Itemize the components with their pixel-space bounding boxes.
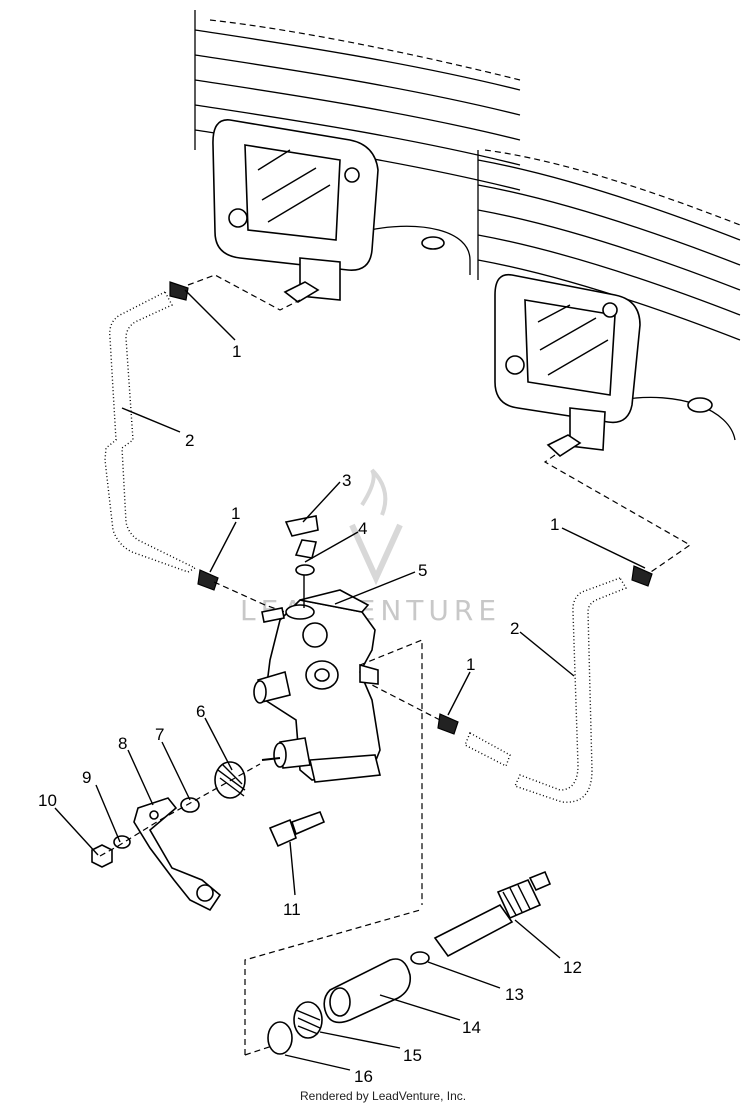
right-oil-hose	[371, 454, 692, 803]
leader-lines	[54, 289, 646, 1071]
callout-10: 10	[38, 791, 57, 810]
callout-3: 3	[342, 471, 351, 490]
callout-16: 16	[354, 1067, 373, 1086]
callout-13: 13	[505, 985, 524, 1004]
left-oil-hose	[104, 274, 301, 613]
callout-1: 1	[231, 504, 240, 523]
callout-6: 6	[196, 702, 205, 721]
callout-2: 2	[185, 431, 194, 450]
callout-2: 2	[510, 619, 519, 638]
callout-1: 1	[466, 655, 475, 674]
callouts: 1 2 1 3 4 5 1 2 1 6 7 8 9 10 11 12 13 14…	[38, 342, 582, 1086]
footer-credit: Rendered by LeadVenture, Inc.	[300, 1089, 466, 1103]
left-cylinder	[194, 10, 521, 303]
callout-14: 14	[462, 1018, 481, 1037]
oil-pump	[253, 515, 381, 783]
callout-12: 12	[563, 958, 582, 977]
callout-4: 4	[358, 519, 367, 538]
watermark: LEADVENTURE	[240, 468, 496, 627]
callout-9: 9	[82, 768, 91, 787]
callout-8: 8	[118, 734, 127, 753]
right-cylinder	[477, 149, 741, 458]
callout-11: 11	[283, 900, 301, 919]
callout-15: 15	[403, 1046, 422, 1065]
lever-assembly	[91, 761, 261, 912]
drive-shaft-group	[244, 639, 552, 1056]
callout-5: 5	[418, 561, 427, 580]
bolt-11	[268, 810, 326, 848]
callout-7: 7	[155, 725, 164, 744]
callout-1: 1	[232, 342, 241, 361]
callout-1: 1	[550, 515, 559, 534]
